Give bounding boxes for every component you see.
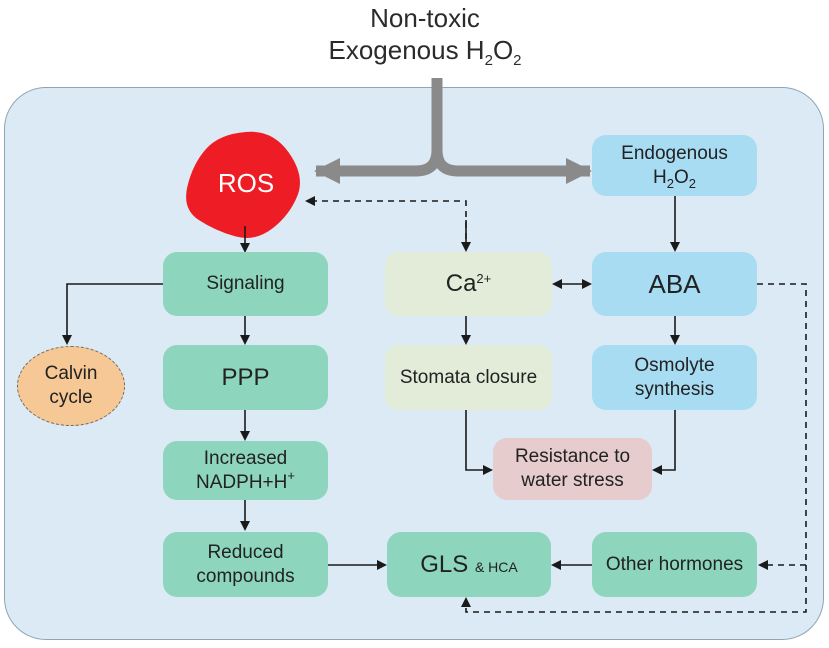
dashed-arrow-to-gls xyxy=(461,565,807,613)
aba-node: ABA xyxy=(592,252,757,316)
gls-hca-node: GLS & HCA xyxy=(387,532,551,597)
ros-label: ROS xyxy=(217,167,275,198)
arrow-stomata-to-resistance xyxy=(465,410,493,475)
dashed-arrow-aba-to-hormones xyxy=(757,283,807,570)
arrow-signaling-to-calvin xyxy=(62,283,163,345)
signaling-node: Signaling xyxy=(163,252,328,316)
other-hormones-node: Other hormones xyxy=(592,532,757,597)
arrow-osmolyte-to-resistance xyxy=(652,410,676,475)
dashed-arrow-ca-to-ros xyxy=(305,196,467,250)
diagram-title-line2: Exogenous H2O2 xyxy=(328,35,522,69)
ca-node: Ca2+ xyxy=(385,252,552,316)
stomata-closure-node: Stomata closure xyxy=(385,345,552,410)
exogenous-h2o2-arrow xyxy=(314,78,592,184)
diagram-title-line1: Non-toxic xyxy=(370,3,480,33)
ppp-node: PPP xyxy=(163,345,328,410)
ros-star xyxy=(186,131,300,238)
